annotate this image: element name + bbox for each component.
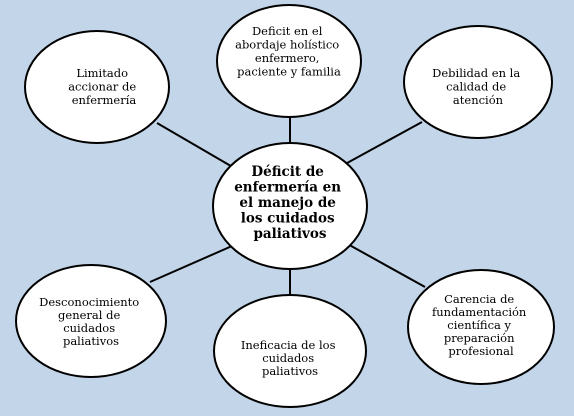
node-limitado-text: Limitado accionar de enfermería <box>68 66 140 107</box>
center-node-line: enfermería en <box>234 180 341 196</box>
node-abordaje-text: Deficit en el abordaje holístico enferme… <box>235 24 343 79</box>
connector-limitado <box>156 122 237 170</box>
center-node-line: paliativos <box>253 226 326 242</box>
node-limitado-line: enfermería <box>72 93 137 107</box>
connector-desconocimiento <box>149 245 233 283</box>
center-node-line: el manejo de <box>239 195 335 211</box>
node-desconocimiento: Desconocimiento general de cuidados pali… <box>15 264 167 378</box>
node-abordaje-line: Deficit en el <box>252 24 323 38</box>
node-calidad-line: atención <box>453 93 504 107</box>
node-fundamentacion-text: Carencia de fundamentación científica y … <box>432 292 530 358</box>
node-calidad-text: Debilidad en la calidad de atención <box>432 66 524 107</box>
node-abordaje-line: abordaje holístico <box>235 38 339 52</box>
connector-fundamentacion <box>343 241 426 288</box>
node-ineficacia-ellipse <box>213 294 367 408</box>
node-desconocimiento-line: cuidados <box>63 321 115 335</box>
node-desconocimiento-line: paliativos <box>63 334 119 348</box>
center-node-ellipse <box>212 142 368 270</box>
node-ineficacia: Ineficacia de los cuidados paliativos <box>213 294 367 408</box>
node-abordaje: Deficit en el abordaje holístico enferme… <box>216 4 362 118</box>
node-fundamentacion-line: preparación <box>444 331 515 345</box>
node-calidad-line: calidad de <box>446 80 506 94</box>
node-abordaje-line: paciente y familia <box>237 65 341 79</box>
center-node: Déficit de enfermería en el manejo de lo… <box>212 142 368 270</box>
node-fundamentacion: Carencia de fundamentación científica y … <box>407 269 555 385</box>
connector-calidad <box>337 121 423 169</box>
node-desconocimiento-line: Desconocimiento <box>39 295 139 309</box>
node-ineficacia-line: cuidados <box>262 351 314 365</box>
node-desconocimiento-line: general de <box>58 308 120 322</box>
center-node-text: Déficit de enfermería en el manejo de lo… <box>234 164 346 242</box>
node-ineficacia-line: paliativos <box>262 364 318 378</box>
node-ineficacia-text: Ineficacia de los cuidados paliativos <box>241 338 339 378</box>
node-desconocimiento-text: Desconocimiento general de cuidados pali… <box>39 295 143 348</box>
center-node-line: los cuidados <box>241 211 335 227</box>
node-calidad: Debilidad en la calidad de atención <box>403 25 553 139</box>
node-limitado-line: accionar de <box>68 80 136 94</box>
node-ineficacia-line: Ineficacia de los <box>241 338 336 352</box>
node-fundamentacion-line: Carencia de <box>444 292 514 306</box>
node-desconocimiento-ellipse <box>15 264 167 378</box>
node-fundamentacion-line: científica y <box>447 318 511 332</box>
node-fundamentacion-line: fundamentación <box>432 305 527 319</box>
node-fundamentacion-line: profesional <box>448 344 514 358</box>
node-limitado: Limitado accionar de enfermería <box>24 30 170 144</box>
node-abordaje-ellipse <box>216 4 362 118</box>
center-node-line: Déficit de <box>251 164 323 180</box>
node-fundamentacion-ellipse <box>407 269 555 385</box>
node-limitado-ellipse <box>24 30 170 144</box>
node-calidad-ellipse <box>403 25 553 139</box>
node-calidad-line: Debilidad en la <box>432 66 520 80</box>
node-abordaje-line: enfermero, <box>255 51 320 65</box>
node-limitado-line: Limitado <box>76 66 128 80</box>
connectors <box>149 116 426 296</box>
